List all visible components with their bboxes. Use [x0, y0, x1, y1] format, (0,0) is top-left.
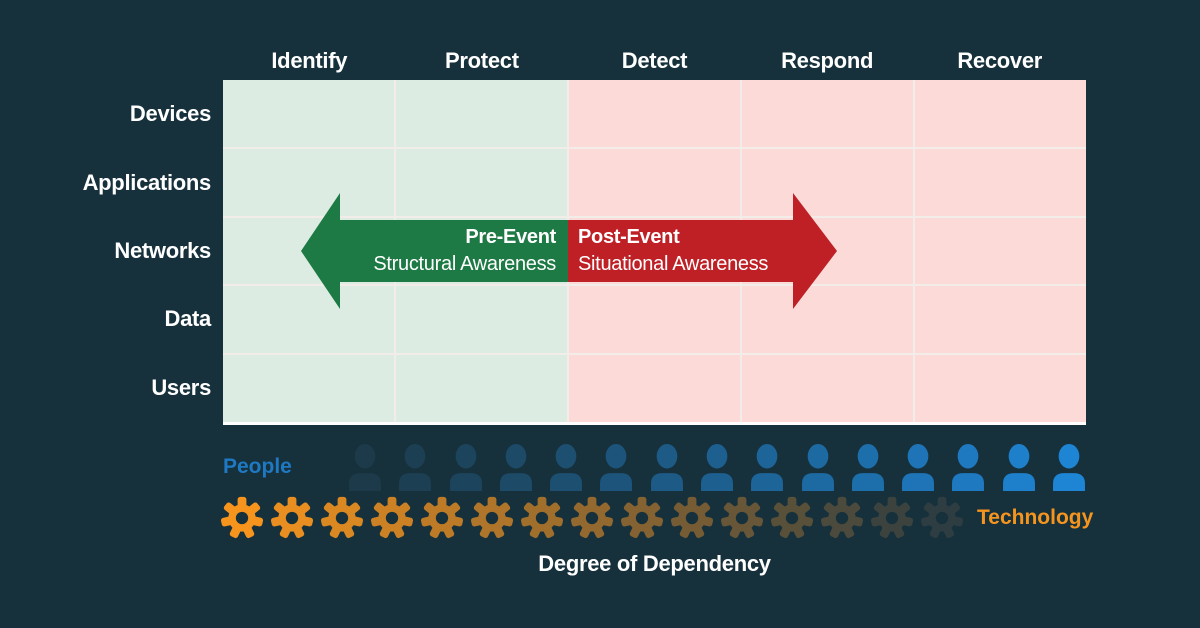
column-header-recover: Recover: [957, 48, 1043, 73]
degree-of-dependency-caption: Degree of Dependency: [538, 551, 771, 576]
grid-cell: [396, 148, 567, 216]
grid-cell: [915, 80, 1086, 147]
post-event-title: Post-Event: [578, 226, 680, 248]
gear-icon: [470, 496, 514, 540]
person-icon: [1002, 444, 1036, 491]
grid-cell: [569, 148, 740, 216]
pre-event-title: Pre-Event: [465, 226, 556, 248]
person-icon: [650, 444, 684, 491]
gear-icon: [870, 496, 914, 540]
person-icon: [599, 444, 633, 491]
person-icon: [348, 444, 382, 491]
column-header-respond: Respond: [781, 48, 874, 73]
pre-event-arrow: [301, 193, 568, 309]
person-icon: [750, 444, 784, 491]
grid-cell: [396, 80, 567, 147]
person-icon: [700, 444, 734, 491]
gear-icon-row: [220, 496, 964, 540]
gear-icon: [670, 496, 714, 540]
grid-cell: [569, 80, 740, 147]
grid-cell: [223, 80, 394, 147]
grid-cell: [223, 355, 394, 422]
row-label-applications: Applications: [82, 169, 212, 195]
grid-cell: [742, 286, 913, 354]
grid-bottom-edge: [223, 422, 1086, 425]
gear-icon: [220, 496, 264, 540]
person-icon: [951, 444, 985, 491]
post-event-label-block: Post-Event Situational Awareness: [578, 224, 768, 278]
grid-cell: [915, 286, 1086, 354]
post-event-arrow: [568, 193, 837, 309]
person-icon: [398, 444, 432, 491]
row-label-users: Users: [151, 374, 211, 400]
people-icon-row: [348, 443, 1086, 491]
people-label: People: [223, 455, 292, 478]
grid-cell: [915, 148, 1086, 216]
row-label-networks: Networks: [114, 237, 211, 263]
grid-cell: [223, 286, 394, 354]
person-icon: [499, 444, 533, 491]
grid-cell: [569, 286, 740, 354]
person-icon: [851, 444, 885, 491]
row-label-devices: Devices: [129, 101, 211, 127]
gear-icon: [570, 496, 614, 540]
gear-icon: [920, 496, 964, 540]
grid-cell: [396, 286, 567, 354]
gear-icon: [270, 496, 314, 540]
row-label-data: Data: [164, 306, 212, 332]
gear-icon: [320, 496, 364, 540]
pre-event-label-block: Pre-Event Structural Awareness: [373, 224, 556, 278]
gear-icon: [420, 496, 464, 540]
gear-icon: [520, 496, 564, 540]
grid-cell: [742, 355, 913, 422]
person-icon: [549, 444, 583, 491]
pre-event-subtitle: Structural Awareness: [373, 253, 556, 275]
grid-cell: [223, 148, 394, 216]
person-icon: [449, 444, 483, 491]
gear-icon: [720, 496, 764, 540]
grid-cell: [742, 148, 913, 216]
grid-cell: [396, 355, 567, 422]
grid-cell: [569, 355, 740, 422]
gear-icon: [370, 496, 414, 540]
gear-icon: [820, 496, 864, 540]
column-header-protect: Protect: [445, 48, 519, 73]
gear-icon: [770, 496, 814, 540]
column-header-identify: Identify: [271, 48, 348, 73]
person-icon: [901, 444, 935, 491]
grid-cell: [915, 355, 1086, 422]
matrix-column-headers: Identify Protect Detect Respond Recover: [223, 40, 1086, 74]
technology-label: Technology: [977, 506, 1094, 529]
column-header-detect: Detect: [621, 48, 688, 73]
gear-icon: [620, 496, 664, 540]
post-event-subtitle: Situational Awareness: [578, 253, 769, 275]
grid-cell: [915, 217, 1086, 285]
person-icon: [801, 444, 835, 491]
event-double-arrow: [301, 193, 837, 309]
person-icon: [1052, 444, 1086, 491]
grid-cell: [742, 80, 913, 147]
